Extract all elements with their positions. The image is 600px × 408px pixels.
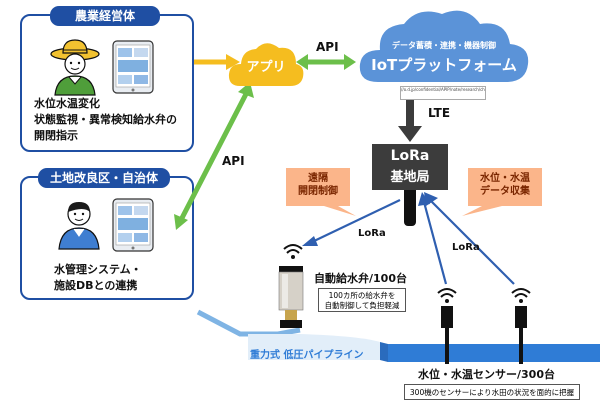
- sensor-icon: [441, 306, 453, 364]
- api-label-top: API: [316, 40, 339, 54]
- wifi-icon: [437, 288, 457, 303]
- sensor-icon: [515, 306, 527, 364]
- farmer-icon: [50, 39, 100, 96]
- callout-right-line2: データ収集: [480, 186, 530, 197]
- app-cloud-icon: [228, 43, 304, 86]
- land-line-2: 施設DBとの連携: [54, 279, 138, 292]
- farm-panel-title: 農業経営体: [50, 6, 160, 26]
- wifi-icon: [511, 288, 531, 303]
- sensor-label: 水位・水温センサー/300台: [418, 368, 555, 381]
- valve-device-icon: [278, 266, 304, 328]
- callout-right-line1: 水位・水温: [480, 173, 530, 184]
- sensor-note: 300機のセンサーにより水田の状況を面的に把握: [404, 384, 580, 400]
- app-land-arrow: [179, 92, 249, 220]
- land-panel-title: 土地改良区・自治体: [38, 168, 170, 188]
- tablet-icon: [112, 40, 154, 94]
- api-label-left: API: [222, 154, 245, 168]
- valve-note-line2: 自動制御して負担軽減: [324, 301, 400, 310]
- url-caption: //o.d.jp/confidential/APIP/note/research…: [400, 86, 486, 100]
- base-station: [372, 144, 448, 190]
- iot-cloud-icon: [359, 10, 529, 83]
- lora-from-sensor1-arrow: [422, 201, 448, 285]
- valve-note-line1: 100カ所の給水弁を: [328, 291, 396, 300]
- pipeline-label: 重力式 低圧パイプライン: [250, 350, 364, 361]
- callout-left-shape: [286, 168, 356, 216]
- callout-right-text: 水位・水温 データ収集: [470, 172, 540, 198]
- lora-from-sensor2-arrow: [429, 199, 515, 285]
- land-panel: [20, 176, 194, 300]
- base-station-line1: LoRa: [390, 148, 430, 164]
- land-panel-description: 水管理システム・ 施設DBとの連携: [54, 262, 184, 294]
- wifi-icon: [283, 244, 303, 259]
- valve-label: 自動給水弁/100台: [314, 272, 407, 285]
- farm-panel-description: 水位水温変化 状態監視・異常検知給水弁の 開閉指示: [34, 96, 184, 144]
- lora-label-valve: LoRa: [358, 228, 386, 239]
- paddy-field: [388, 344, 600, 362]
- base-station-line2: 基地局: [390, 170, 430, 185]
- callout-left-line1: 遠隔: [308, 173, 328, 184]
- callout-left-text: 遠隔 開閉制御: [286, 172, 350, 198]
- land-line-1: 水管理システム・: [54, 263, 142, 276]
- official-icon: [58, 202, 100, 250]
- farm-line-3: 開閉指示: [34, 129, 78, 142]
- lte-label: LTE: [428, 106, 451, 120]
- lora-label-sensor: LoRa: [452, 242, 480, 253]
- callout-left-line2: 開閉制御: [298, 186, 338, 197]
- iot-subtitle: データ蓄積・連携・機器制御: [392, 41, 496, 50]
- tablet-icon: [112, 198, 154, 252]
- lora-to-valve-arrow: [311, 199, 401, 243]
- valve-note: 100カ所の給水弁を 自動制御して負担軽減: [318, 288, 406, 312]
- farm-line-1: 水位水温変化: [34, 97, 100, 110]
- paddy-water: [248, 334, 380, 360]
- farm-line-2: 状態監視・異常検知給水弁の: [34, 113, 177, 126]
- base-antenna: [404, 186, 416, 226]
- callout-right-shape: [462, 168, 542, 216]
- iot-title: IoTプラットフォーム: [371, 56, 517, 74]
- app-label: アプリ: [246, 60, 286, 75]
